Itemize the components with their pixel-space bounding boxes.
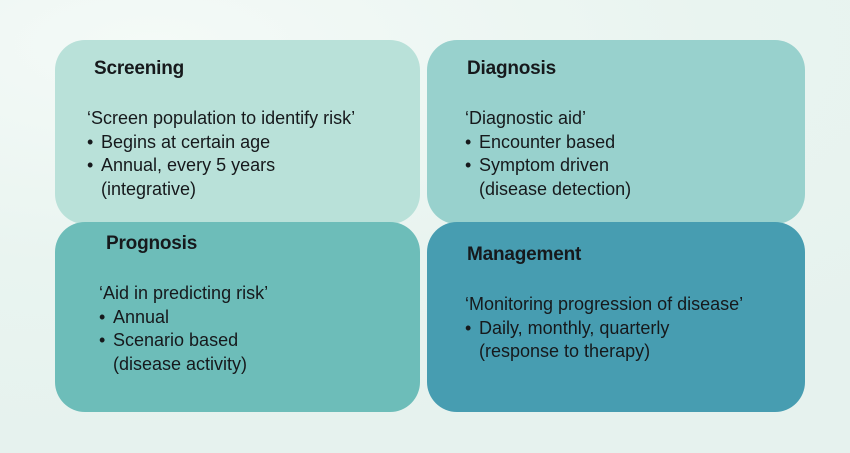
list-item: • Annual, every 5 years [87, 154, 355, 178]
bullet-icon: • [99, 306, 106, 327]
quadrant-screening: Screening ‘Screen population to identify… [55, 40, 420, 224]
bullet-icon: • [99, 330, 106, 351]
quadrant-diagnosis: Diagnosis ‘Diagnostic aid’ • Encounter ba… [427, 40, 805, 224]
list-item-text: Scenario based [113, 330, 239, 351]
list-item: • Daily, monthly, quarterly [465, 317, 743, 341]
quadrant-tagline-screening: ‘Screen population to identify risk’ [87, 108, 356, 128]
bullet-icon: • [465, 317, 472, 338]
quadrant-tagline-management: ‘Monitoring progression of disease’ [465, 294, 744, 314]
quadrant-body-management: ‘Monitoring progression of disease’ • Dai… [465, 293, 743, 364]
list-item-continuation: (disease detection) [479, 178, 632, 199]
list-item-text: Symptom driven [479, 155, 610, 176]
quadrant-body-prognosis: ‘Aid in predicting risk’ • Annual • Scenar… [99, 282, 268, 376]
list-item-continuation: (response to therapy) [479, 341, 651, 362]
quadrant-body-diagnosis: ‘Diagnostic aid’ • Encounter based • Sympt… [465, 107, 631, 201]
list-item-text: Encounter based [479, 131, 616, 152]
quadrant-prognosis: Prognosis ‘Aid in predicting risk’ • Annu… [55, 222, 420, 412]
list-item-text: Daily, monthly, quarterly [479, 317, 670, 338]
list-item-continuation: (disease activity) [113, 353, 248, 374]
bullet-icon: • [465, 155, 472, 176]
quadrant-tagline-diagnosis: ‘Diagnostic aid’ [465, 108, 587, 128]
bullet-icon: • [87, 155, 94, 176]
list-item: • Annual [99, 306, 268, 330]
list-item-text: Annual [113, 306, 170, 327]
list-item: • Scenario based [99, 329, 268, 353]
quadrant-management: Management ‘Monitoring progression of di… [427, 222, 805, 412]
quadrant-body-screening: ‘Screen population to identify risk’ • Be… [87, 107, 355, 201]
quadrant-title-diagnosis: Diagnosis [467, 58, 556, 79]
bullet-icon: • [465, 131, 472, 152]
list-item: • Symptom driven [465, 154, 631, 178]
list-item-text: Begins at certain age [101, 131, 271, 152]
list-item: • Begins at certain age [87, 131, 355, 155]
quadrant-title-screening: Screening [94, 58, 185, 79]
quadrant-title-management: Management [467, 244, 582, 265]
list-item-continuation: (integrative) [101, 178, 197, 199]
quadrant-tagline-prognosis: ‘Aid in predicting risk’ [99, 283, 269, 303]
list-item: • Encounter based [465, 131, 631, 155]
list-item-text: Annual, every 5 years [101, 155, 276, 176]
bullet-icon: • [87, 131, 94, 152]
quadrant-title-prognosis: Prognosis [106, 233, 198, 254]
